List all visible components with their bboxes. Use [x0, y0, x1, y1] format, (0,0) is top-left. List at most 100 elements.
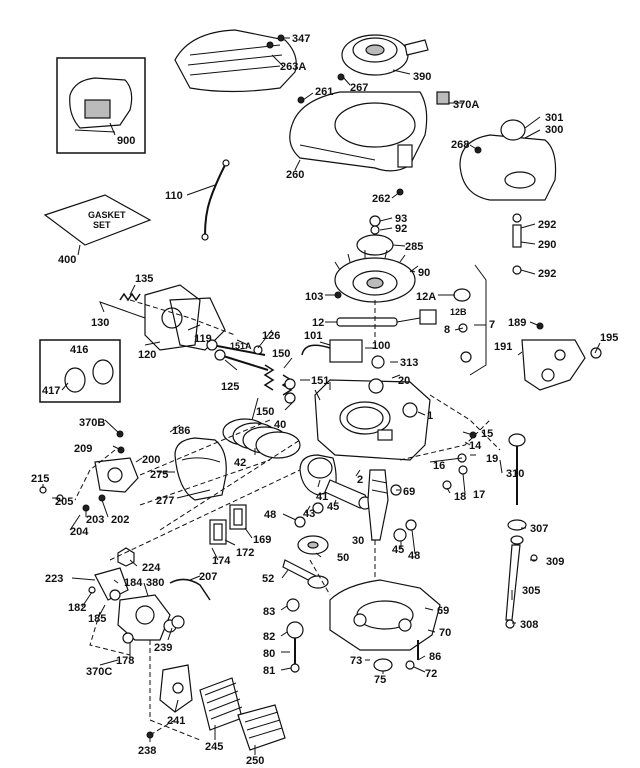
callout-215: 215 — [31, 473, 49, 485]
carb-gaskets-part — [209, 504, 247, 545]
callout-48-lower: 48 — [408, 550, 420, 562]
cam-gear-part — [297, 535, 329, 555]
callout-90: 90 — [418, 267, 430, 279]
callout-75: 75 — [374, 674, 386, 686]
governor-spring-part — [119, 292, 141, 302]
callout-262: 262 — [372, 193, 390, 205]
crankshaft-part — [367, 469, 389, 541]
carburetor-body-part — [94, 457, 139, 493]
ignition-module-part — [301, 339, 363, 363]
callout-12: 12 — [312, 317, 324, 329]
control-bracket-part — [521, 339, 586, 391]
callout-101: 101 — [304, 330, 322, 342]
callout-41: 41 — [316, 491, 328, 503]
callout-277: 277 — [156, 495, 174, 507]
callout-70: 70 — [439, 627, 451, 639]
callout-150-lower: 150 — [256, 406, 274, 418]
callout-186: 186 — [172, 425, 190, 437]
callout-1: 1 — [427, 410, 433, 422]
callout-241: 241 — [167, 715, 185, 727]
callout-19: 19 — [486, 453, 498, 465]
primer-inset-part — [39, 339, 121, 403]
callout-150-upper: 150 — [272, 348, 290, 360]
callout-416: 416 — [70, 344, 88, 356]
callout-72: 72 — [425, 668, 437, 680]
callout-185: 185 — [88, 613, 106, 625]
callout-900: 900 — [117, 135, 135, 147]
filter-cover-part — [237, 704, 286, 751]
callout-310: 310 — [506, 468, 524, 480]
valve-springs-part — [206, 339, 293, 396]
piston-part — [299, 454, 337, 496]
callout-204: 204 — [70, 526, 89, 538]
callout-45-lower: 45 — [392, 544, 404, 556]
callout-16: 16 — [433, 460, 445, 472]
callout-203: 203 — [86, 514, 104, 526]
callout-15: 15 — [481, 428, 493, 440]
fuel-tank-part — [459, 119, 557, 201]
callout-195: 195 — [600, 332, 618, 344]
dipstick-part — [507, 433, 527, 531]
callout-40: 40 — [274, 419, 286, 431]
carburetor-part — [117, 594, 177, 641]
callout-313: 313 — [400, 357, 418, 369]
engine-inset-part — [56, 57, 146, 154]
camshaft-part — [282, 559, 329, 589]
callout-92: 92 — [395, 223, 407, 235]
callout-207: 207 — [199, 571, 217, 583]
callout-309: 309 — [546, 556, 564, 568]
callout-130: 130 — [91, 317, 109, 329]
callout-126: 126 — [262, 330, 280, 342]
callout-135: 135 — [135, 273, 153, 285]
callout-80: 80 — [263, 648, 275, 660]
callout-178: 178 — [116, 655, 134, 667]
callout-100: 100 — [372, 340, 390, 352]
callout-120: 120 — [138, 349, 156, 361]
callout-110: 110 — [165, 190, 183, 202]
callout-125: 125 — [221, 381, 239, 393]
callout-308: 308 — [520, 619, 538, 631]
callout-200: 200 — [142, 454, 160, 466]
callout-370B: 370B — [79, 417, 105, 429]
callout-14: 14 — [469, 440, 482, 452]
carb-cover-part — [144, 284, 226, 351]
callout-103: 103 — [305, 291, 323, 303]
filter-element-part — [199, 677, 243, 731]
callout-202: 202 — [111, 514, 129, 526]
callout-370C: 370C — [86, 666, 112, 678]
breather-tube-part — [336, 288, 472, 363]
callout-290: 290 — [538, 239, 556, 251]
callout-184: 184 — [124, 577, 143, 589]
callout-400: 400 — [58, 254, 76, 266]
callout-169: 169 — [253, 534, 271, 546]
callout-12A: 12A — [416, 291, 436, 303]
callout-239: 239 — [154, 642, 172, 654]
callout-69: 69 — [403, 486, 415, 498]
callout-307: 307 — [530, 523, 548, 535]
assembly-dashed-lines — [74, 299, 501, 741]
callout-305: 305 — [522, 585, 540, 597]
callout-260: 260 — [286, 169, 304, 181]
air-filter-part — [174, 437, 227, 501]
callout-151: 151 — [311, 375, 329, 387]
blower-housing-part — [289, 91, 450, 172]
dipstick-tube-part — [505, 535, 524, 629]
callout-417: 417 — [42, 385, 60, 397]
callout-69-sump: 69 — [437, 605, 449, 617]
fuel-line-part — [512, 213, 522, 275]
callout-223: 223 — [45, 573, 63, 585]
callout-8: 8 — [444, 324, 450, 336]
callout-390: 390 — [413, 71, 431, 83]
callout-263A: 263A — [280, 61, 306, 73]
callout-43: 43 — [303, 508, 315, 520]
cylinder-block-part — [314, 379, 431, 461]
callout-268: 268 — [451, 139, 469, 151]
callout-30: 30 — [352, 535, 364, 547]
callout-380: 380 — [146, 577, 164, 589]
callout-245: 245 — [205, 741, 223, 753]
part-callouts: 347 263A 267 390 261 370A 301 300 268 26… — [31, 33, 618, 767]
callout-261: 261 — [315, 86, 333, 98]
callout-347: 347 — [292, 33, 310, 45]
callout-370A: 370A — [453, 99, 479, 111]
